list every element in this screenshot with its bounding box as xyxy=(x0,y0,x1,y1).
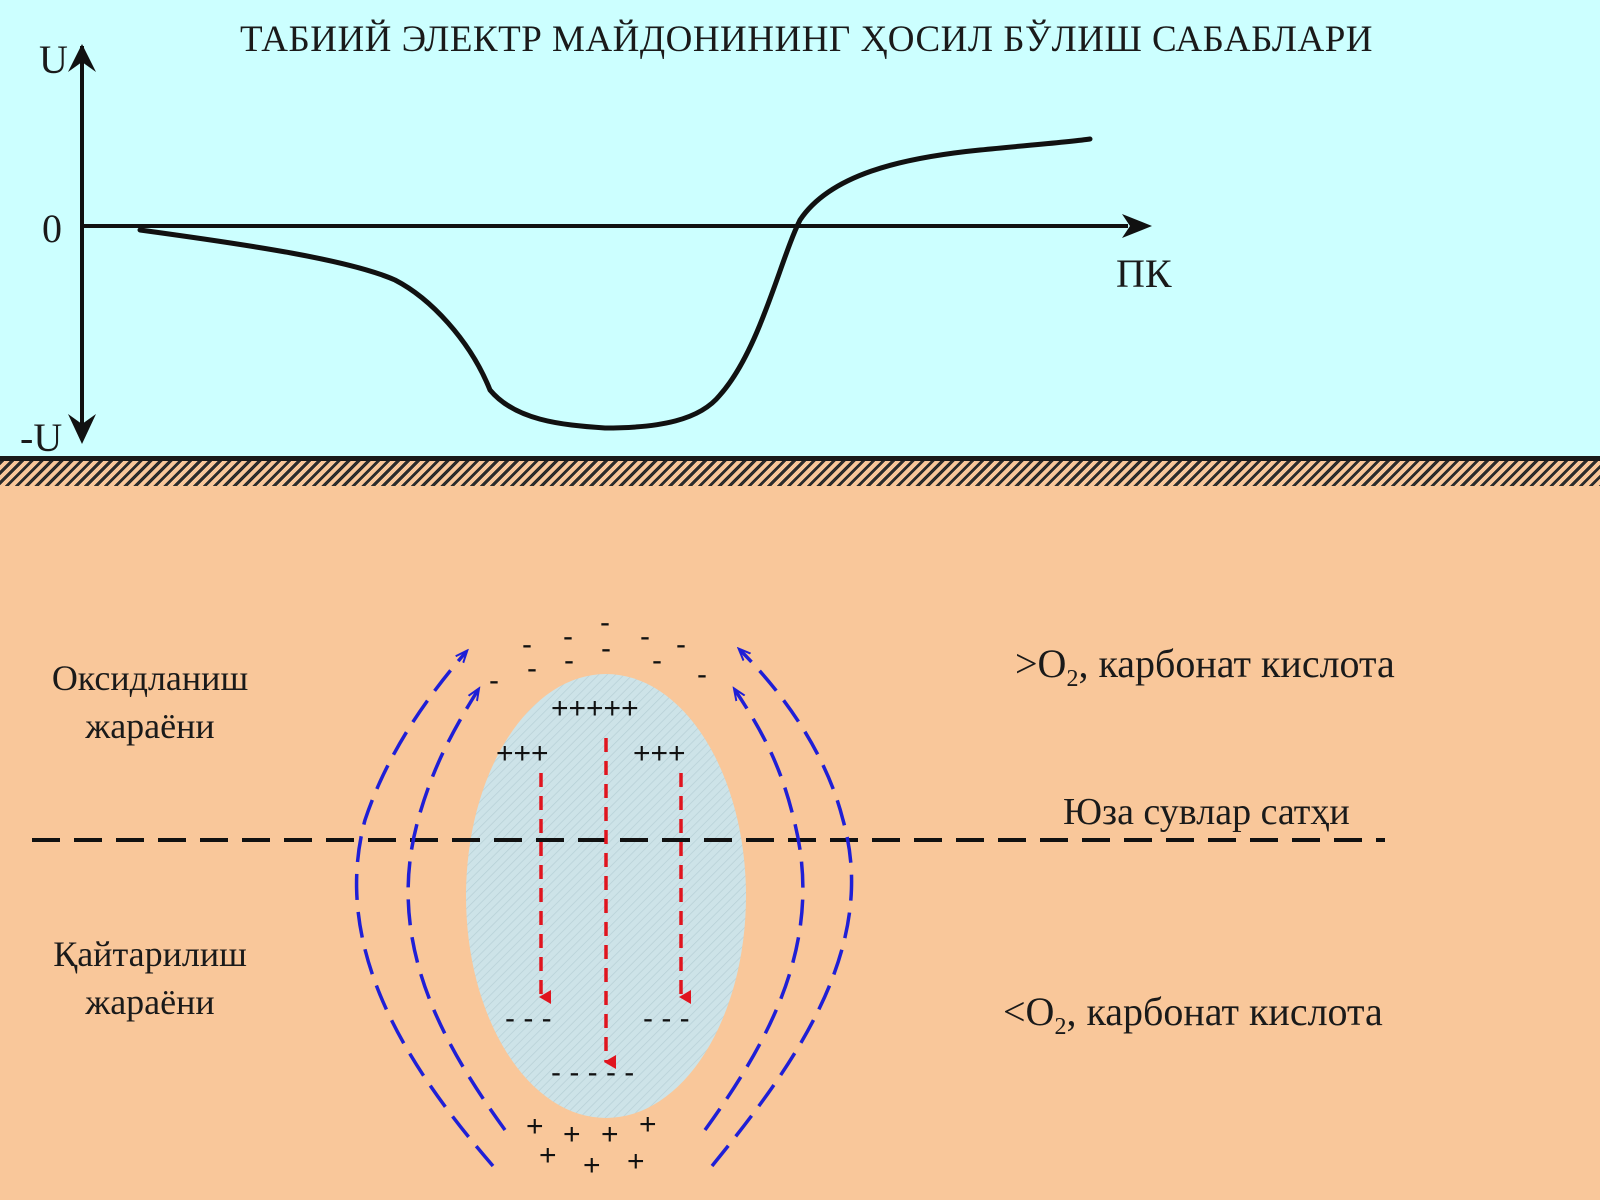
plus-sign: + xyxy=(627,1145,645,1178)
minus-sign: - xyxy=(563,620,573,653)
minus-sign: - xyxy=(522,628,532,661)
charges-plus-top: +++++ xyxy=(551,692,639,725)
plus-sign: + xyxy=(639,1108,657,1141)
plus-sign: + xyxy=(563,1118,581,1151)
field-line-left-inner xyxy=(406,690,507,1132)
potential-curve xyxy=(137,136,1093,431)
minus-sign: - xyxy=(652,644,662,677)
charges-minus-left: - - - xyxy=(505,1002,552,1035)
minus-sign: - xyxy=(600,606,610,639)
plus-sign: + xyxy=(526,1110,544,1143)
field-line-right-outer xyxy=(710,650,854,1168)
ground-region xyxy=(0,456,1600,1200)
charges-minus-bottom: - - - - - xyxy=(551,1056,635,1089)
minus-sign: - xyxy=(640,620,650,653)
y-axis-negative-label: -U xyxy=(20,415,63,460)
high-oxygen-label: >O2, карбонат кислота xyxy=(1015,640,1395,693)
field-line-right-inner xyxy=(703,690,805,1132)
x-axis-label: ПК xyxy=(1116,251,1172,296)
surface-water-label: Юза сувлар сатҳи xyxy=(1063,791,1350,833)
high-oxygen-text: , карбонат кислота xyxy=(1078,641,1395,686)
low-oxygen-text: , карбонат кислота xyxy=(1066,989,1383,1034)
ore-body xyxy=(466,674,746,1118)
reduction-zone-label: Қайтарилиш жараёни xyxy=(30,930,270,1026)
diagram-title: ТАБИИЙ ЭЛЕКТР МАЙДОНИНИНГ ҲОСИЛ БЎЛИШ СА… xyxy=(240,19,1374,60)
y-axis-zero-label: 0 xyxy=(42,206,62,251)
charges-plus-left: +++ xyxy=(496,737,549,770)
reduction-zone-line2: жараёни xyxy=(85,982,215,1022)
high-oxygen-symbol: >O xyxy=(1015,641,1067,686)
x-axis-arrowhead xyxy=(1122,214,1152,238)
ground-surface-hatching xyxy=(0,456,1600,486)
oxidation-zone-label: Оксидланиш жараёни xyxy=(30,654,270,750)
minus-sign: - xyxy=(489,664,499,697)
charges-minus-right: - - - xyxy=(643,1002,690,1035)
low-oxygen-label: <O2, карбонат кислота xyxy=(1003,988,1383,1041)
charges-plus-right: +++ xyxy=(633,737,686,770)
minus-sign: - xyxy=(601,632,611,665)
oxidation-zone-line2: жараёни xyxy=(85,706,215,746)
plus-sign: + xyxy=(601,1118,619,1151)
field-line-left-outer xyxy=(354,652,495,1168)
oxidation-zone-line1: Оксидланиш xyxy=(51,658,249,698)
low-oxygen-subscript: 2 xyxy=(1054,1014,1067,1040)
minus-sign: - xyxy=(676,628,686,661)
low-oxygen-symbol: <O xyxy=(1003,989,1055,1034)
high-oxygen-subscript: 2 xyxy=(1066,666,1079,692)
minus-sign: - xyxy=(697,658,707,691)
minus-sign: - xyxy=(564,644,574,677)
minus-sign: - xyxy=(527,652,537,685)
y-axis-down-arrowhead xyxy=(68,414,96,444)
plus-sign: + xyxy=(539,1139,557,1172)
reduction-zone-line1: Қайтарилиш xyxy=(53,934,247,974)
y-axis-up-arrowhead xyxy=(68,44,96,72)
y-axis-positive-label: U xyxy=(39,37,68,82)
plus-sign: + xyxy=(583,1149,601,1182)
